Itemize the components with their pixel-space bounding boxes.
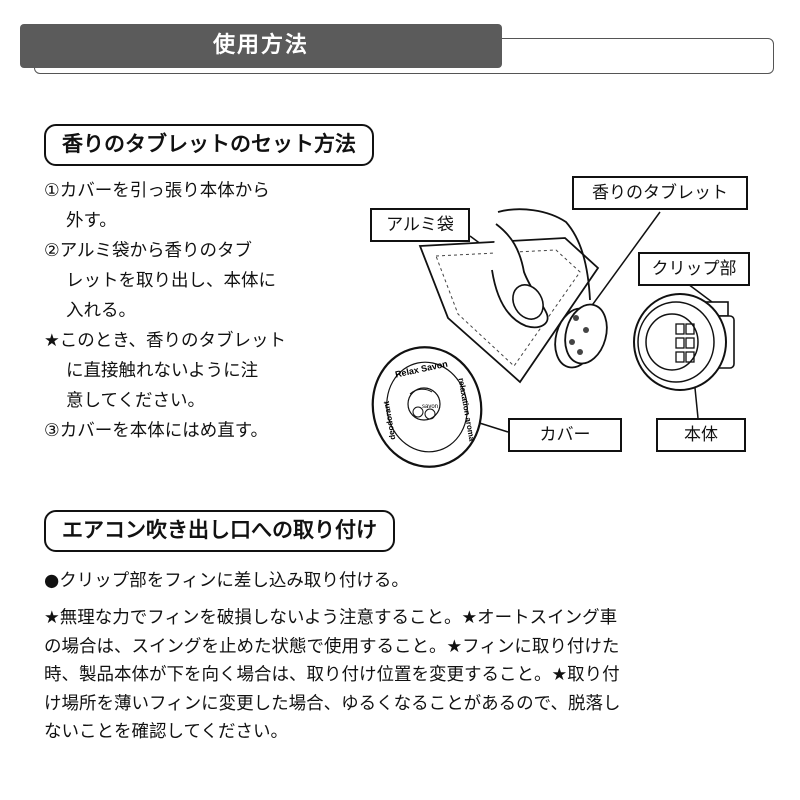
section-title-vent-installation: エアコン吹き出し口への取り付け (44, 510, 395, 552)
cover-text-center: savon (422, 404, 438, 410)
vent-note-line-2: の場合は、スイングを止めた状態で使用すること。★フィンに取り付けた (44, 636, 620, 657)
note-line-1: ★このとき、香りのタブレット (44, 331, 286, 351)
tablet-illustration (554, 303, 608, 369)
label-tablet: 香りのタブレット (572, 176, 748, 210)
label-cover: カバー (508, 418, 622, 452)
page-title: 使用方法 (212, 33, 309, 58)
note-line-2: に直接触れないように注 (66, 361, 259, 381)
vent-notes: ★無理な力でフィンを破損しないよう注意すること。★オートスイング車 の場合は、ス… (44, 604, 774, 747)
step-2-line-1: ②アルミ袋から香りのタブ (44, 241, 253, 261)
vent-note-line-3: 時、製品本体が下を向く場合は、取り付け位置を変更すること。★取り付 (44, 665, 620, 685)
note-line-3: 意してください。 (66, 391, 205, 411)
vent-note-line-1: ★無理な力でフィンを破損しないよう注意すること。★オートスイング車 (44, 608, 618, 628)
header-bar (20, 24, 502, 68)
vent-note-line-5: ないことを確認してください。 (44, 722, 288, 742)
cover-illustration: Relax Savon deodorant relaxation aroma s… (371, 346, 483, 468)
hand-illustration (491, 208, 591, 329)
label-body: 本体 (656, 418, 746, 452)
vent-note-line-4: け場所を薄いフィンに変更した場合、ゆるくなることがあるので、脱落し (44, 693, 621, 714)
tablet-setup-steps: ①カバーを引っ張り本体から 外す。 ②アルミ袋から香りのタブ レットを取り出し、… (44, 176, 286, 446)
step-1-line-1: ①カバーを引っ張り本体から (44, 181, 270, 201)
step-1-line-2: 外す。 (66, 211, 117, 231)
vent-bullet: ●クリップ部をフィンに差し込み取り付ける。 (44, 566, 409, 596)
label-foil-bag: アルミ袋 (370, 208, 470, 242)
body-illustration (633, 293, 735, 391)
step-2-line-2: レットを取り出し、本体に (66, 271, 276, 291)
label-clip: クリップ部 (638, 252, 750, 286)
vent-bullet-text: ●クリップ部をフィンに差し込み取り付ける。 (44, 571, 409, 591)
step-2-line-3: 入れる。 (66, 301, 136, 321)
step-3-line-1: ③カバーを本体にはめ直す。 (44, 421, 268, 441)
section-title-tablet-setup: 香りのタブレットのセット方法 (44, 124, 374, 166)
